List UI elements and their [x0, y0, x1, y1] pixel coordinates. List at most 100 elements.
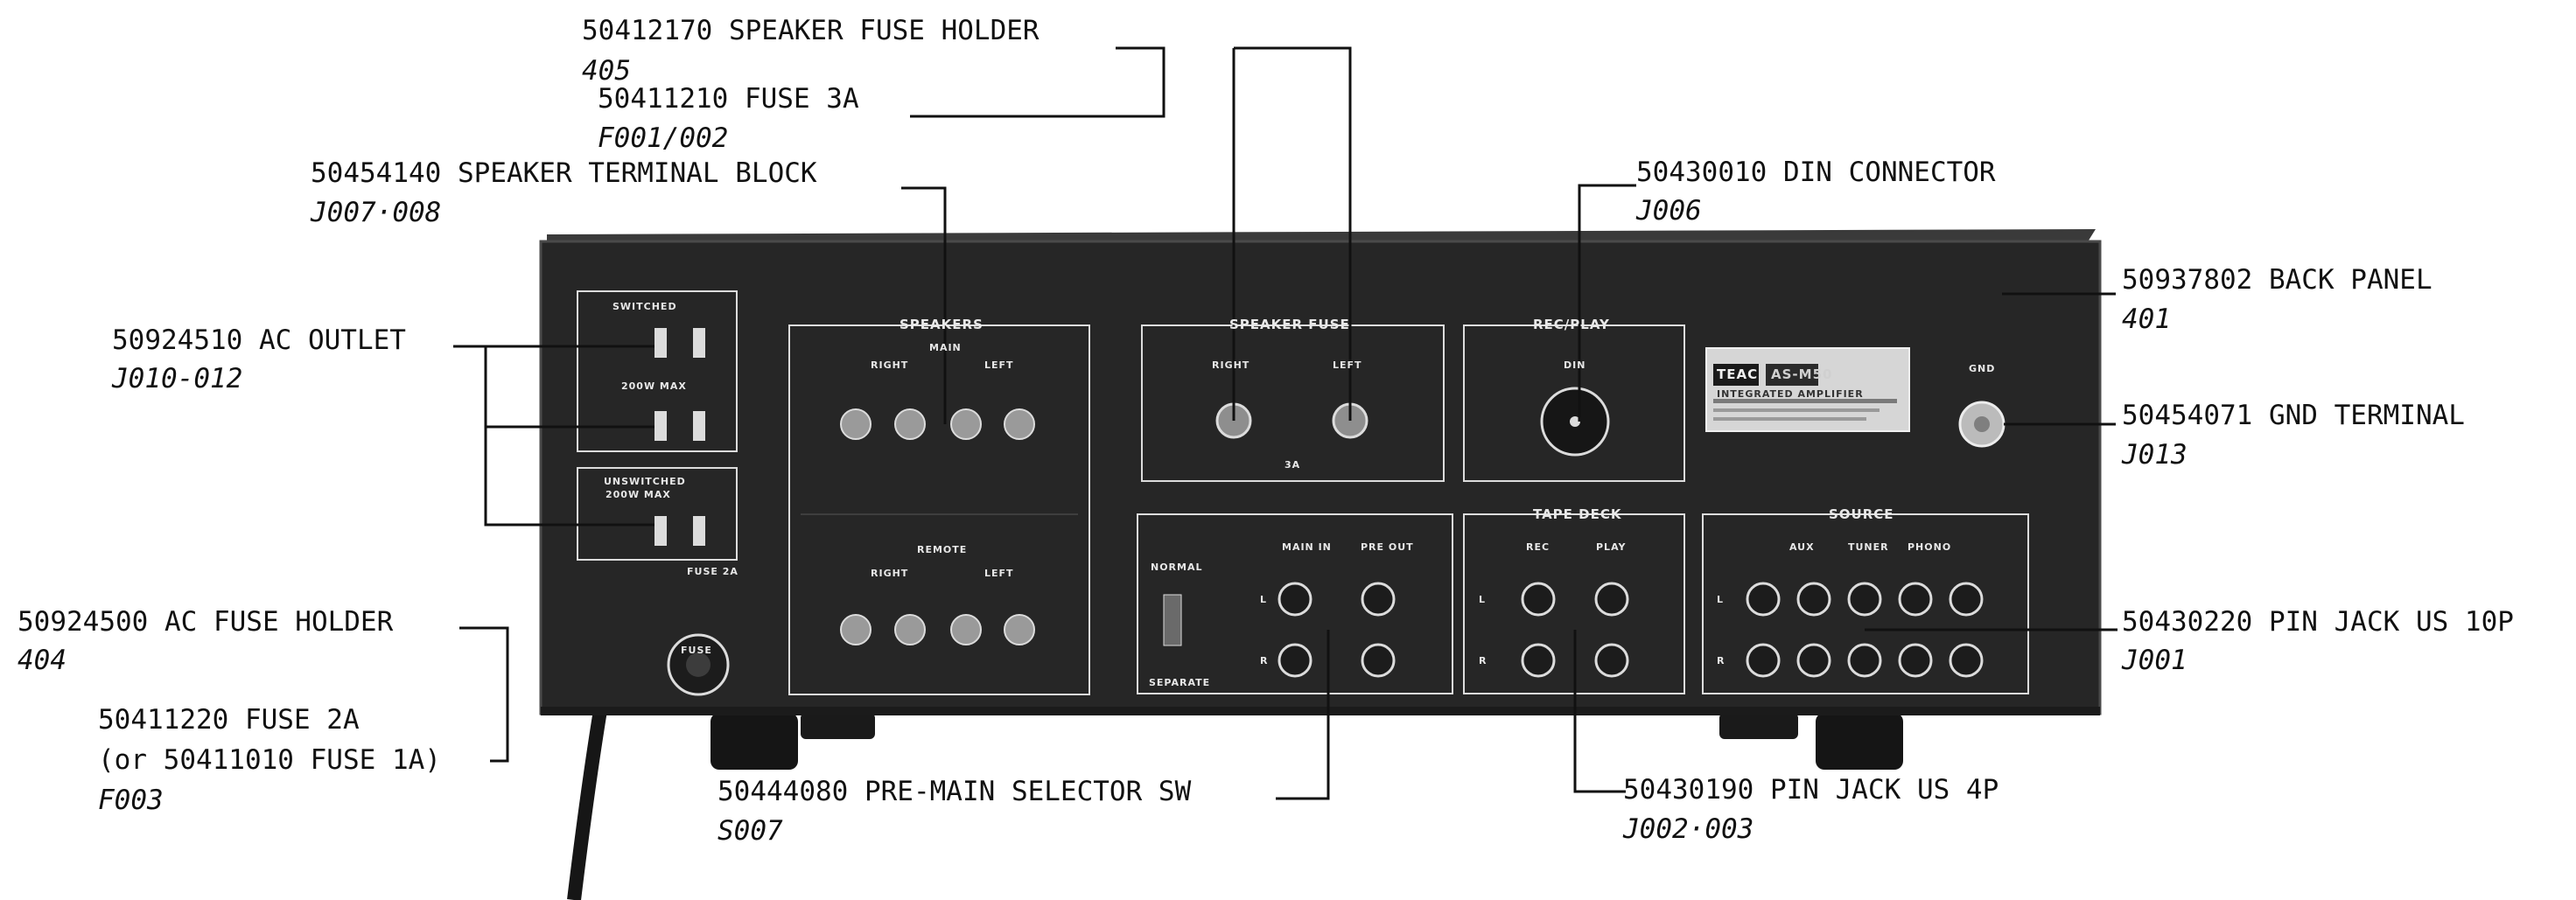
panel-source-title: SOURCE [1829, 506, 1894, 522]
speakers-section-box [788, 324, 1090, 695]
ac-outlet-socket-2 [654, 411, 705, 441]
leader-speaker-fuse-holder [1116, 46, 1166, 105]
panel-separate: SEPARATE [1149, 677, 1211, 688]
callout-pin-jack-10p-part: 50430220 PIN JACK US 10P [2122, 606, 2514, 638]
panel-din-label: DIN [1564, 359, 1586, 371]
nameplate-model: AS-M50 [1771, 366, 1833, 382]
callout-gnd-terminal-part: 50454071 GND TERMINAL [2122, 400, 2465, 431]
panel-play: PLAY [1596, 541, 1627, 553]
callout-speaker-terminal-block-ref: J007·008 [311, 197, 442, 228]
panel-main-in: MAIN IN [1282, 541, 1332, 553]
callout-back-panel-part: 50937802 BACK PANEL [2122, 264, 2432, 296]
panel-tuner: TUNER [1848, 541, 1889, 553]
nameplate-product: INTEGRATED AMPLIFIER [1717, 388, 1864, 400]
speaker-terminals-main [840, 408, 1035, 440]
panel-main-label: MAIN [929, 342, 962, 353]
leader-pre-main-selector [1276, 630, 1330, 800]
leader-speaker-terminal-block [901, 186, 947, 424]
callout-speaker-terminal-block-part: 50454140 SPEAKER TERMINAL BLOCK [311, 157, 817, 189]
callout-fuse-2a-part: 50411220 FUSE 2A [98, 704, 360, 736]
callout-back-panel-ref: 401 [2122, 303, 2171, 335]
ac-outlet-socket-3 [654, 516, 705, 546]
amplifier-body [539, 229, 2102, 900]
panel-source-l: L [1717, 594, 1725, 605]
callout-din-connector-part: 50430010 DIN CONNECTOR [1636, 157, 1996, 188]
panel-fuse-3a: 3A [1284, 459, 1301, 471]
panel-fuse-rating: FUSE 2A [687, 566, 738, 577]
source-jacks [1746, 582, 1984, 678]
callout-pin-jack-10p-ref: J001 [2122, 645, 2188, 676]
foot-mid-left [801, 713, 875, 739]
panel-source-r: R [1717, 655, 1726, 666]
panel-speakers-right: RIGHT [871, 359, 909, 371]
panel-unswitched-label: UNSWITCHED [604, 476, 686, 487]
nameplate-brand: TEAC [1717, 366, 1759, 382]
callout-fuse-3a-ref: F001/002 [598, 122, 729, 154]
pre-main-section-box [1137, 513, 1453, 694]
callout-gnd-terminal-ref: J013 [2122, 439, 2188, 471]
power-cord [567, 698, 609, 900]
callout-pin-jack-4p-ref: J002·003 [1623, 813, 1754, 845]
tape-deck-jacks [1521, 582, 1629, 678]
leader-pin-jack-4p [1573, 630, 1626, 793]
ac-outlet-unswitched-box [577, 467, 738, 561]
leader-ac-fuse-holder [459, 626, 509, 763]
panel-switched-label: SWITCHED [612, 301, 677, 312]
callout-fuse-2a-ref: F003 [98, 785, 164, 816]
leader-lines [453, 46, 2118, 800]
callout-speaker-fuse-holder-ref: 405 [582, 55, 631, 87]
callout-speaker-fuse-holder-part: 50412170 SPEAKER FUSE HOLDER [582, 15, 1040, 46]
panel-rec: REC [1526, 541, 1550, 553]
panel-tape-l: L [1479, 594, 1487, 605]
leader-speaker-fuse-holder-right [1234, 46, 1352, 421]
leader-fuse-3a [910, 48, 1166, 118]
source-section-box [1702, 513, 2029, 694]
panel-fuse-knob-label: FUSE [681, 645, 712, 656]
ac-outlet-socket-1 [654, 328, 705, 358]
panel-pre-out: PRE OUT [1361, 541, 1414, 553]
panel-tape-r: R [1479, 655, 1488, 666]
pre-main-selector-switch [1163, 594, 1182, 646]
panel-fuse-right: RIGHT [1212, 359, 1250, 371]
panel-remote-right: RIGHT [871, 568, 909, 579]
speaker-terminals-remote [840, 614, 1035, 645]
back-panel-bottom-edge [541, 707, 2100, 715]
pre-main-jacks [1278, 582, 1396, 678]
panel-fuse-left: LEFT [1333, 359, 1362, 371]
callout-fuse-2a-alt: (or 50411010 FUSE 1A) [98, 744, 441, 776]
panel-switched-rating: 200W MAX [621, 380, 687, 392]
panel-aux: AUX [1789, 541, 1815, 553]
callout-fuse-3a-part: 50411210 FUSE 3A [598, 83, 859, 115]
callout-ac-fuse-holder-ref: 404 [18, 645, 66, 676]
back-panel-plate [539, 240, 2102, 715]
panel-speakers-left: LEFT [984, 359, 1014, 371]
panel-remote-label: REMOTE [917, 544, 968, 555]
speaker-fuse-section-box [1141, 324, 1445, 482]
panel-speakers-title: SPEAKERS [900, 317, 984, 332]
callout-din-connector-ref: J006 [1636, 195, 1702, 227]
rec-play-section-box [1463, 324, 1685, 482]
panel-premain-l: L [1260, 594, 1268, 605]
panel-remote-left: LEFT [984, 568, 1014, 579]
callout-ac-outlet-part: 50924510 AC OUTLET [112, 324, 406, 356]
leader-din-connector [1578, 184, 1636, 422]
callout-pre-main-selector-ref: S007 [718, 815, 783, 847]
callout-pre-main-selector-part: 50444080 PRE-MAIN SELECTOR SW [718, 776, 1192, 807]
leader-ac-outlet [453, 345, 654, 527]
panel-rec-play-title: REC/PLAY [1533, 317, 1610, 332]
panel-phono: PHONO [1908, 541, 1952, 553]
panel-tape-deck-title: TAPE DECK [1533, 506, 1622, 522]
ac-outlet-switched-box [577, 290, 738, 452]
foot-mid-right [1719, 713, 1798, 739]
foot-right [1816, 713, 1903, 770]
callout-ac-outlet-ref: J010-012 [112, 363, 243, 394]
foot-left [710, 713, 798, 770]
panel-unswitched-rating: 200W MAX [606, 489, 671, 500]
callout-pin-jack-4p-part: 50430190 PIN JACK US 4P [1623, 774, 1999, 806]
panel-gnd-label: GND [1969, 363, 1996, 374]
callout-ac-fuse-holder-part: 50924500 AC FUSE HOLDER [18, 606, 394, 638]
panel-speaker-fuse-title: SPEAKER FUSE [1229, 317, 1350, 332]
panel-premain-r: R [1260, 655, 1269, 666]
panel-normal: NORMAL [1151, 562, 1203, 573]
